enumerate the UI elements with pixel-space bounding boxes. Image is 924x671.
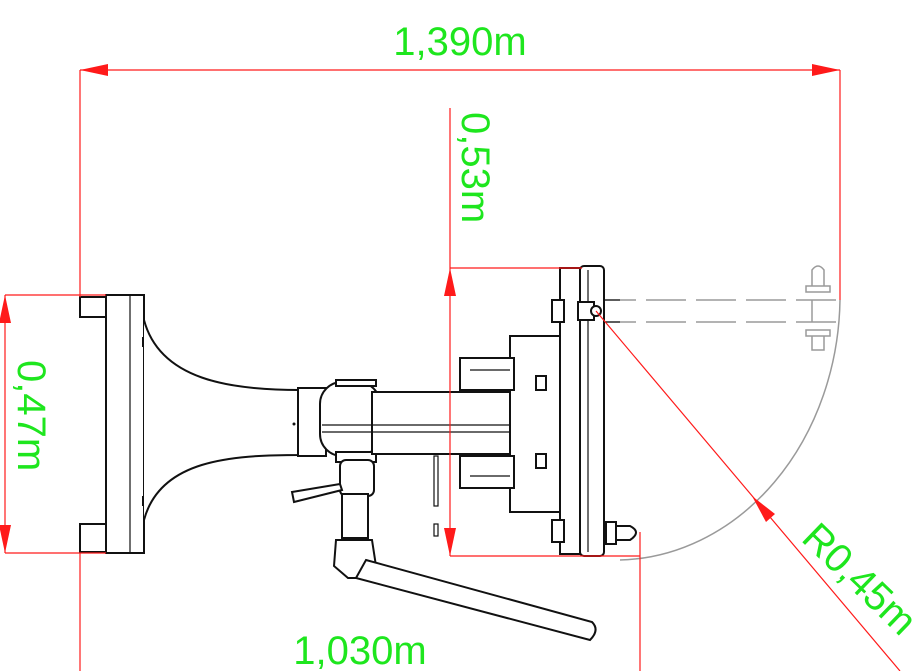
swing-arc (619, 299, 841, 561)
support-rod-tip (433, 523, 439, 537)
arrow-bracket-bottom (444, 528, 456, 556)
base-foot-bottom (79, 523, 107, 553)
dimensions (0, 64, 901, 671)
arrow-overall-left (80, 64, 108, 76)
handle-shaft (341, 493, 369, 539)
arrow-radius (752, 496, 775, 522)
handle-hub (339, 459, 375, 497)
gearbox-top (459, 357, 515, 391)
gearbox-bolt-top (535, 375, 547, 391)
bottom-clamp-a (605, 521, 617, 545)
top-clamp-block (551, 299, 565, 323)
label-swing-radius: R0,45m (794, 515, 924, 644)
ghost-clamp-bottom (805, 329, 831, 351)
label-base-to-clamp: 1,030m (293, 629, 426, 671)
rotary-head-cap (335, 379, 377, 387)
base-plate (105, 294, 145, 554)
arrow-base-bottom (0, 525, 11, 553)
bottom-clamp-knob (615, 525, 637, 541)
pedestal (143, 319, 301, 521)
side-lever (290, 482, 344, 504)
radius-leader (595, 310, 901, 671)
support-rod (433, 455, 439, 507)
swing-ghost (596, 265, 841, 561)
label-overall-width: 1,390m (393, 20, 526, 64)
bottom-clamp-block (551, 519, 565, 543)
gearbox-bottom (459, 455, 515, 489)
machine (79, 265, 637, 642)
column-mark (292, 422, 296, 426)
long-lever (354, 558, 597, 642)
gearbox-housing (509, 335, 561, 513)
arrow-overall-right (812, 64, 840, 76)
ghost-clamp-top (805, 265, 831, 293)
gearbox-bolt-bottom (535, 453, 547, 469)
label-base-height: 0,47m (9, 360, 53, 471)
label-bracket-offset: 0,53m (453, 112, 497, 223)
base-foot-top (79, 296, 107, 318)
arrow-base-top (0, 295, 11, 323)
arrow-bracket-top (444, 268, 456, 296)
